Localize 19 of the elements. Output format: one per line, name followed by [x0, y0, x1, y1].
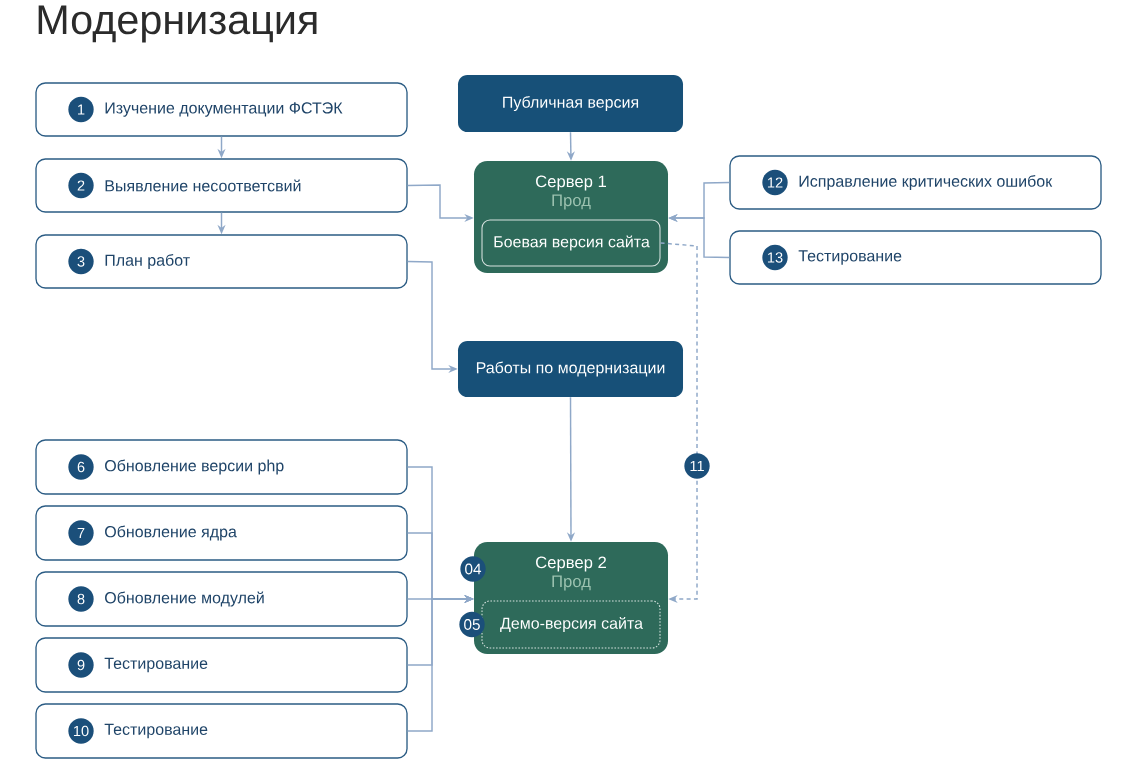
- number-badge: 9: [68, 652, 94, 678]
- site-box: Боевая версия сайта: [481, 219, 661, 267]
- number-badge: 6: [68, 454, 94, 480]
- number-badge: 05: [459, 611, 485, 638]
- number-badge: 7: [68, 520, 94, 546]
- number-badge: 2: [68, 172, 94, 199]
- version-box: Публичная версия: [458, 75, 683, 132]
- number-badge: 10: [68, 718, 94, 744]
- number-badge: 1: [68, 96, 94, 123]
- number-badge: 8: [68, 586, 94, 612]
- number-badge: 12: [762, 169, 788, 196]
- number-badge: 3: [68, 248, 94, 275]
- edge-label: 11: [684, 453, 710, 479]
- number-badge: 04: [460, 556, 486, 582]
- version-box: Работы по модернизации: [458, 341, 683, 397]
- site-box: Демо-версия сайта: [481, 600, 661, 649]
- title: Модернизация: [38, 5, 317, 43]
- arrow: [659, 242, 698, 604]
- number-badge: 13: [762, 244, 788, 271]
